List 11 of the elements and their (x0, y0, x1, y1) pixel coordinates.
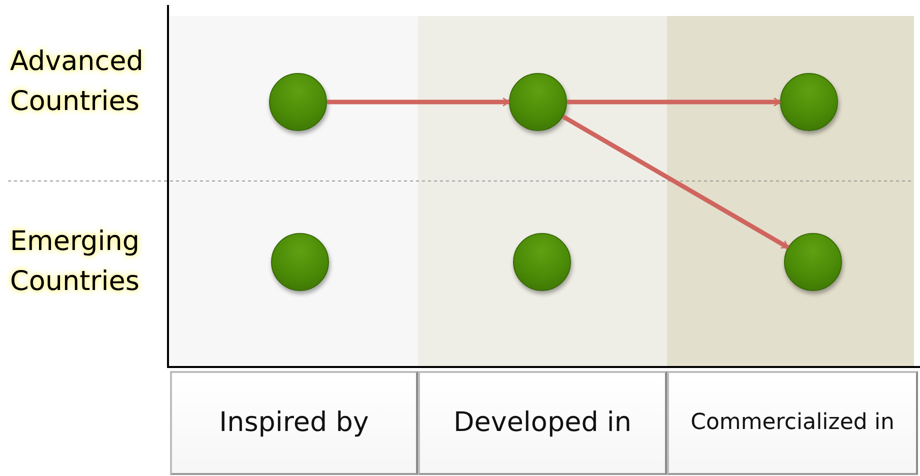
column-header (418, 371, 667, 475)
column-title: Inspired by (218, 406, 370, 440)
row-label: Advanced Countries (10, 45, 144, 119)
arrow (327, 97, 510, 107)
row-label: Emerging Countries (10, 225, 140, 299)
column-title: Commercialized in (690, 409, 896, 437)
column-header (667, 371, 918, 475)
arrow (562, 114, 790, 250)
column-title: Developed in (452, 406, 633, 440)
column-header (170, 371, 418, 475)
arrow (567, 97, 781, 107)
